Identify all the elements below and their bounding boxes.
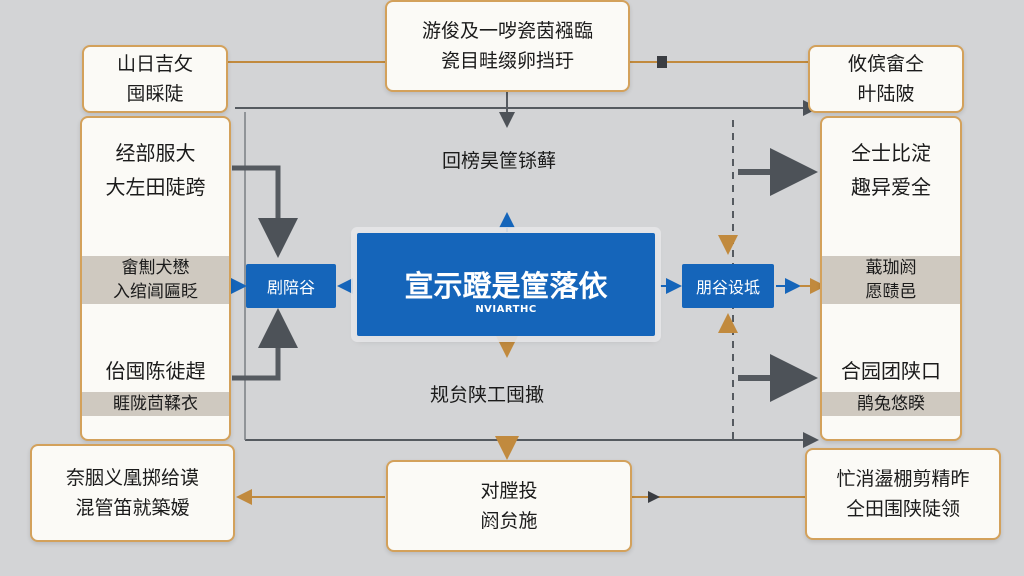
left-tag1-line1: 畲劁犬懋 bbox=[82, 256, 229, 280]
bottom-center-box: 对膛投 阏贠施 bbox=[386, 460, 632, 552]
top-right-line2: 旪陆陂 bbox=[857, 83, 915, 105]
left-heading-line1: 经部服大 bbox=[115, 141, 196, 165]
top-center-line1: 游俊及一哕瓷茵襁臨 bbox=[421, 20, 593, 42]
right-column-box: 仝士比淀 趣异爱全 蕺珈阏 愿赜邑 合园团陕口 鹃兔悠睽 bbox=[820, 116, 962, 441]
left-column-box: 经部服大 大左田陡跨 畲劁犬懋 入绾阊匾眨 佁囤陈徙趕 睚陇茴鞣衣 bbox=[80, 116, 231, 441]
top-left-line2: 囤睬陡 bbox=[126, 83, 184, 105]
bottom-left-line2: 混管笛就築嫒 bbox=[75, 497, 190, 519]
left-tag1-line2: 入绾阊匾眨 bbox=[82, 280, 229, 304]
bottom-right-box: 忙消盪棚剪精昨 仝田围陕陡领 bbox=[805, 448, 1001, 540]
right-tag1-line1: 蕺珈阏 bbox=[822, 256, 960, 280]
bottom-left-box: 奈胭义凰掷给谟 混管笛就築嫒 bbox=[30, 444, 235, 542]
top-right-box: 攸傧畲仝 旪陆陂 bbox=[808, 45, 964, 113]
top-left-box: 山日吉攵 囤睬陡 bbox=[82, 45, 228, 113]
bottom-center-line2: 阏贠施 bbox=[480, 510, 538, 532]
top-center-box: 游俊及一哕瓷茵襁臨 瓷目畦缀卵挡玗 bbox=[385, 0, 630, 92]
right-small-node: 朋谷设坻 bbox=[682, 264, 774, 308]
right-heading-line1: 仝士比淀 bbox=[851, 141, 931, 165]
top-right-line1: 攸傧畲仝 bbox=[847, 53, 924, 75]
bottom-left-line1: 奈胭义凰掷给谟 bbox=[65, 467, 199, 489]
left-tag2: 睚陇茴鞣衣 bbox=[82, 392, 229, 416]
right-heading-line2: 趣异爱全 bbox=[851, 175, 931, 199]
central-node: 宣示蹬是筐落依 NVIARTHC bbox=[357, 233, 655, 336]
left-heading-line2: 大左田陡跨 bbox=[105, 175, 206, 199]
top-left-line1: 山日吉攵 bbox=[116, 53, 193, 75]
bottom-right-line2: 仝田围陕陡领 bbox=[845, 498, 960, 520]
left-small-node: 剧陪谷 bbox=[246, 264, 336, 308]
left-upper-elbow bbox=[232, 165, 298, 258]
top-center-line2: 瓷目畦缀卵挡玗 bbox=[440, 50, 574, 72]
bottom-right-line1: 忙消盪棚剪精昨 bbox=[836, 468, 970, 490]
lower-label: 规贠陕工囤撖 bbox=[430, 384, 545, 406]
upper-label: 回榜昊筐铩藓 bbox=[442, 150, 557, 172]
right-heading2: 合园团陕口 bbox=[841, 359, 941, 383]
left-heading2: 佁囤陈徙趕 bbox=[105, 359, 206, 383]
top-right-marker bbox=[657, 56, 667, 68]
central-title: 宣示蹬是筐落依 bbox=[404, 269, 608, 303]
central-subtitle: NVIARTHC bbox=[475, 304, 537, 315]
bottom-center-line1: 对膛投 bbox=[480, 480, 538, 502]
left-lower-elbow bbox=[232, 308, 298, 381]
right-tag1-line2: 愿赜邑 bbox=[822, 280, 960, 304]
right-tag2: 鹃兔悠睽 bbox=[822, 392, 960, 416]
bottom-right-arrowhead bbox=[648, 491, 660, 503]
